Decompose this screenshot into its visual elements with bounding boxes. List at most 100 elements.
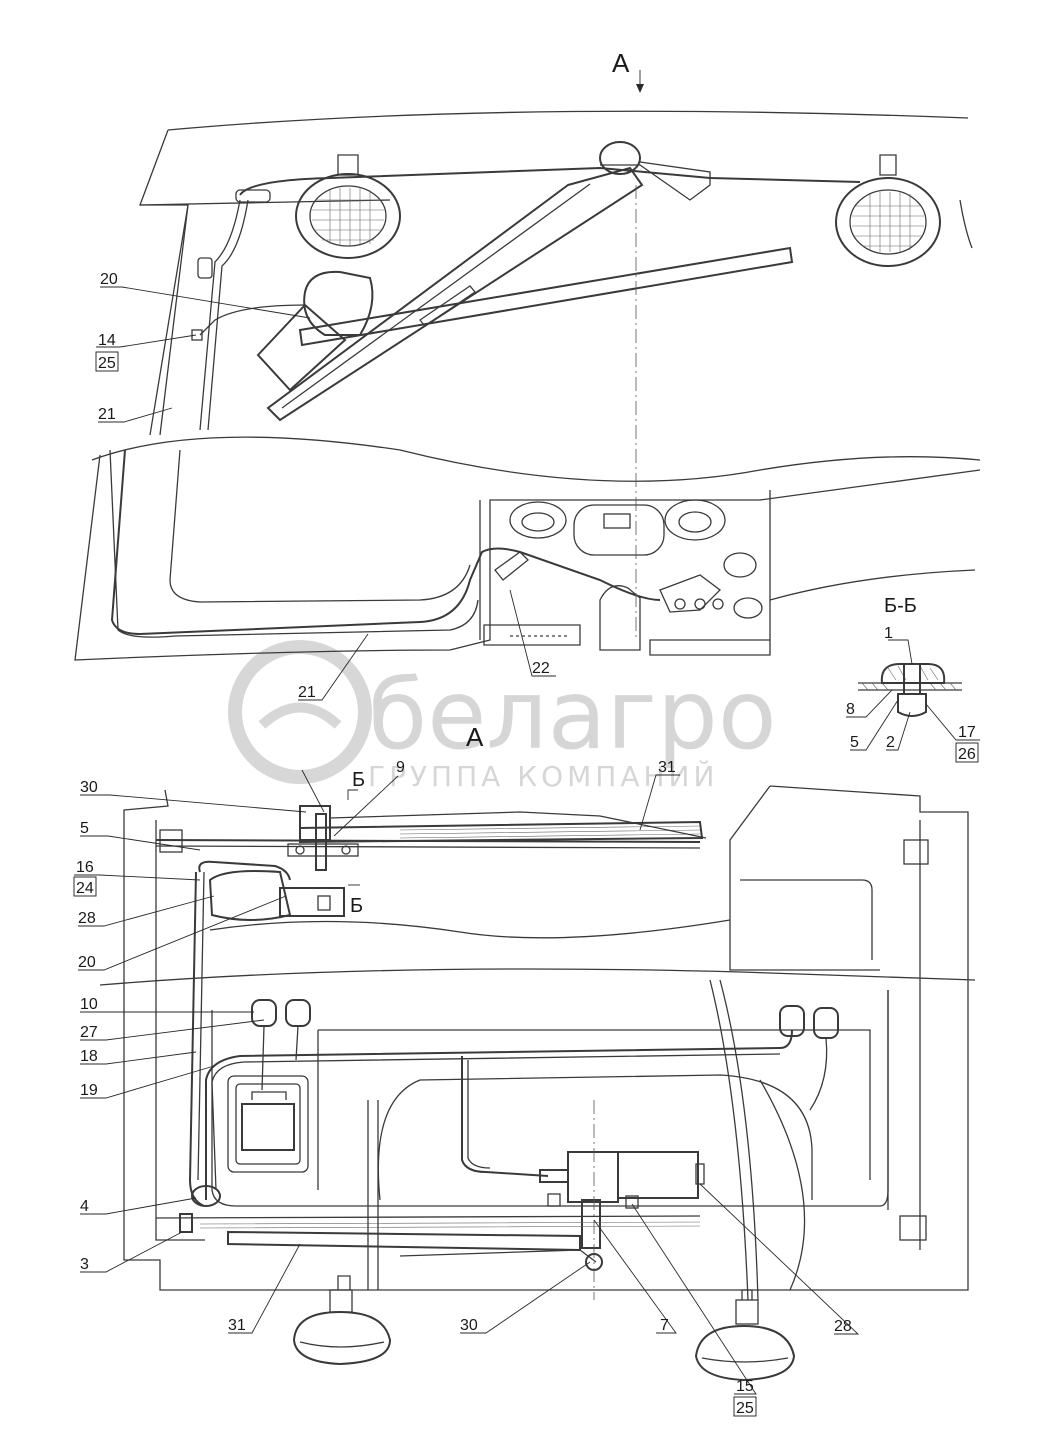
lower-wiper-blade [227,1230,581,1252]
upper-wiper-nut-right [341,845,351,855]
rear-body-outline [123,785,969,1291]
lamp-wire-left [367,1100,379,1290]
watermark-brand: белагро [368,659,777,771]
harness-left-vertical-2 [197,871,205,1181]
section-b-b-title: Б-Б [884,595,917,617]
section-cap [880,663,946,684]
lower-wiper-nut-right [625,1195,639,1209]
leader-a-28-right [699,1183,860,1335]
lower-wiper-motor [617,1151,699,1199]
roof-right [959,199,973,249]
watermark-logo-ring [228,640,372,784]
leader-a-9 [301,769,325,813]
relay-block-frame [227,1075,309,1173]
upper-wiper-connector [317,895,331,911]
view-a-arrowhead [636,84,644,93]
leader-a-31-bottom [228,1243,301,1334]
relay-block-frame-inner [235,1083,301,1165]
section-nut [897,693,927,717]
callout-top-20: 20 [100,271,118,288]
watermark: белагро ГРУППА КОМПАНИЙ [228,640,777,793]
callout-a-18: 18 [80,1048,98,1065]
washer-hose-top [199,304,306,336]
connector-right-2 [813,1007,839,1039]
upper-panel-line-2 [155,845,701,849]
callout-a-30-top: 30 [80,779,98,796]
rear-right-window [740,879,873,960]
section-mark-top: Б [352,769,365,791]
leader-top-20 [100,286,311,319]
leader-top-22 [509,589,556,677]
rear-right-frame [729,785,921,1250]
leader-sec-17 [925,703,980,741]
pillar-harness-inner [207,199,249,431]
callout-top-14: 14 [98,332,116,349]
roof-edge [167,110,969,131]
leader-a-31-top [639,774,680,831]
callout-top-21-left: 21 [98,406,116,423]
callout-a-28-left: 28 [78,910,96,927]
upper-wiper-arm [329,811,707,839]
callout-a-10: 10 [80,996,98,1013]
leader-a-19 [80,1065,215,1099]
lower-wiper-shaft [581,1199,601,1249]
leader-a-20 [78,895,287,971]
callout-a-24-box [73,876,97,897]
view-a-top-label: А [612,48,630,78]
callout-sec-1: 1 [884,625,893,642]
leader-top-21-left [98,407,173,423]
harness-clip-pillar [197,257,213,279]
callout-a-4: 4 [80,1198,89,1215]
lower-panel-hatch [199,1221,701,1229]
section-cap-hatch [887,665,939,681]
leader-a-16 [74,874,201,881]
leader-top-14 [96,334,197,348]
leader-sec-5 [850,699,899,751]
washer-motor-top [256,303,347,392]
view-a-label: А [466,722,484,752]
callout-sec-17: 17 [958,724,976,741]
lamp-wire-right [709,979,759,1301]
upper-wiper-plate [287,843,359,857]
callout-a-7: 7 [660,1317,669,1334]
callout-a-16: 16 [76,859,94,876]
a-pillar-left-inner [159,204,189,436]
inner-panel [211,990,889,1207]
wiper-blade-top [298,246,794,347]
corner-pad-tr [903,839,929,865]
leader-top-21-bottom [298,633,369,701]
upper-wiper-gearbox [279,887,345,917]
window-glass-edge [169,449,471,603]
corner-pad-br [899,1215,927,1241]
callout-a-24: 24 [76,880,94,897]
window-frame-outer [74,454,981,661]
callout-a-9: 9 [396,759,405,776]
leader-a-28-left [78,895,215,927]
lower-panel-line [155,1215,701,1219]
leader-a-7 [593,1219,677,1334]
section-panel [858,682,962,691]
washer-reservoir-top [303,270,374,336]
callout-a-3: 3 [80,1256,89,1273]
leader-a-30-bottom [460,1261,591,1334]
lamp-bracket-right [879,154,897,176]
upper-wiper-shaft [315,813,327,871]
break-line-top [91,436,981,482]
dash-right-edge [769,569,976,601]
callout-sec-2: 2 [886,734,895,751]
callout-a-30-bottom: 30 [460,1317,478,1334]
break-line-mid [209,919,731,939]
connector-10-left [251,999,277,1027]
lower-wiper-arm [399,1249,597,1263]
callout-sec-5: 5 [850,734,859,751]
leader-a-9-line [333,775,399,837]
leader-sec-1 [888,639,913,665]
washer-hose-frame [110,449,661,636]
main-harness-2 [211,1053,781,1191]
relay-block [241,1103,295,1151]
lower-wiper-nut-left [547,1193,561,1207]
lamp-bracket-left [337,154,359,176]
leader-a-4 [80,1197,197,1215]
connector-10-right [285,999,311,1027]
